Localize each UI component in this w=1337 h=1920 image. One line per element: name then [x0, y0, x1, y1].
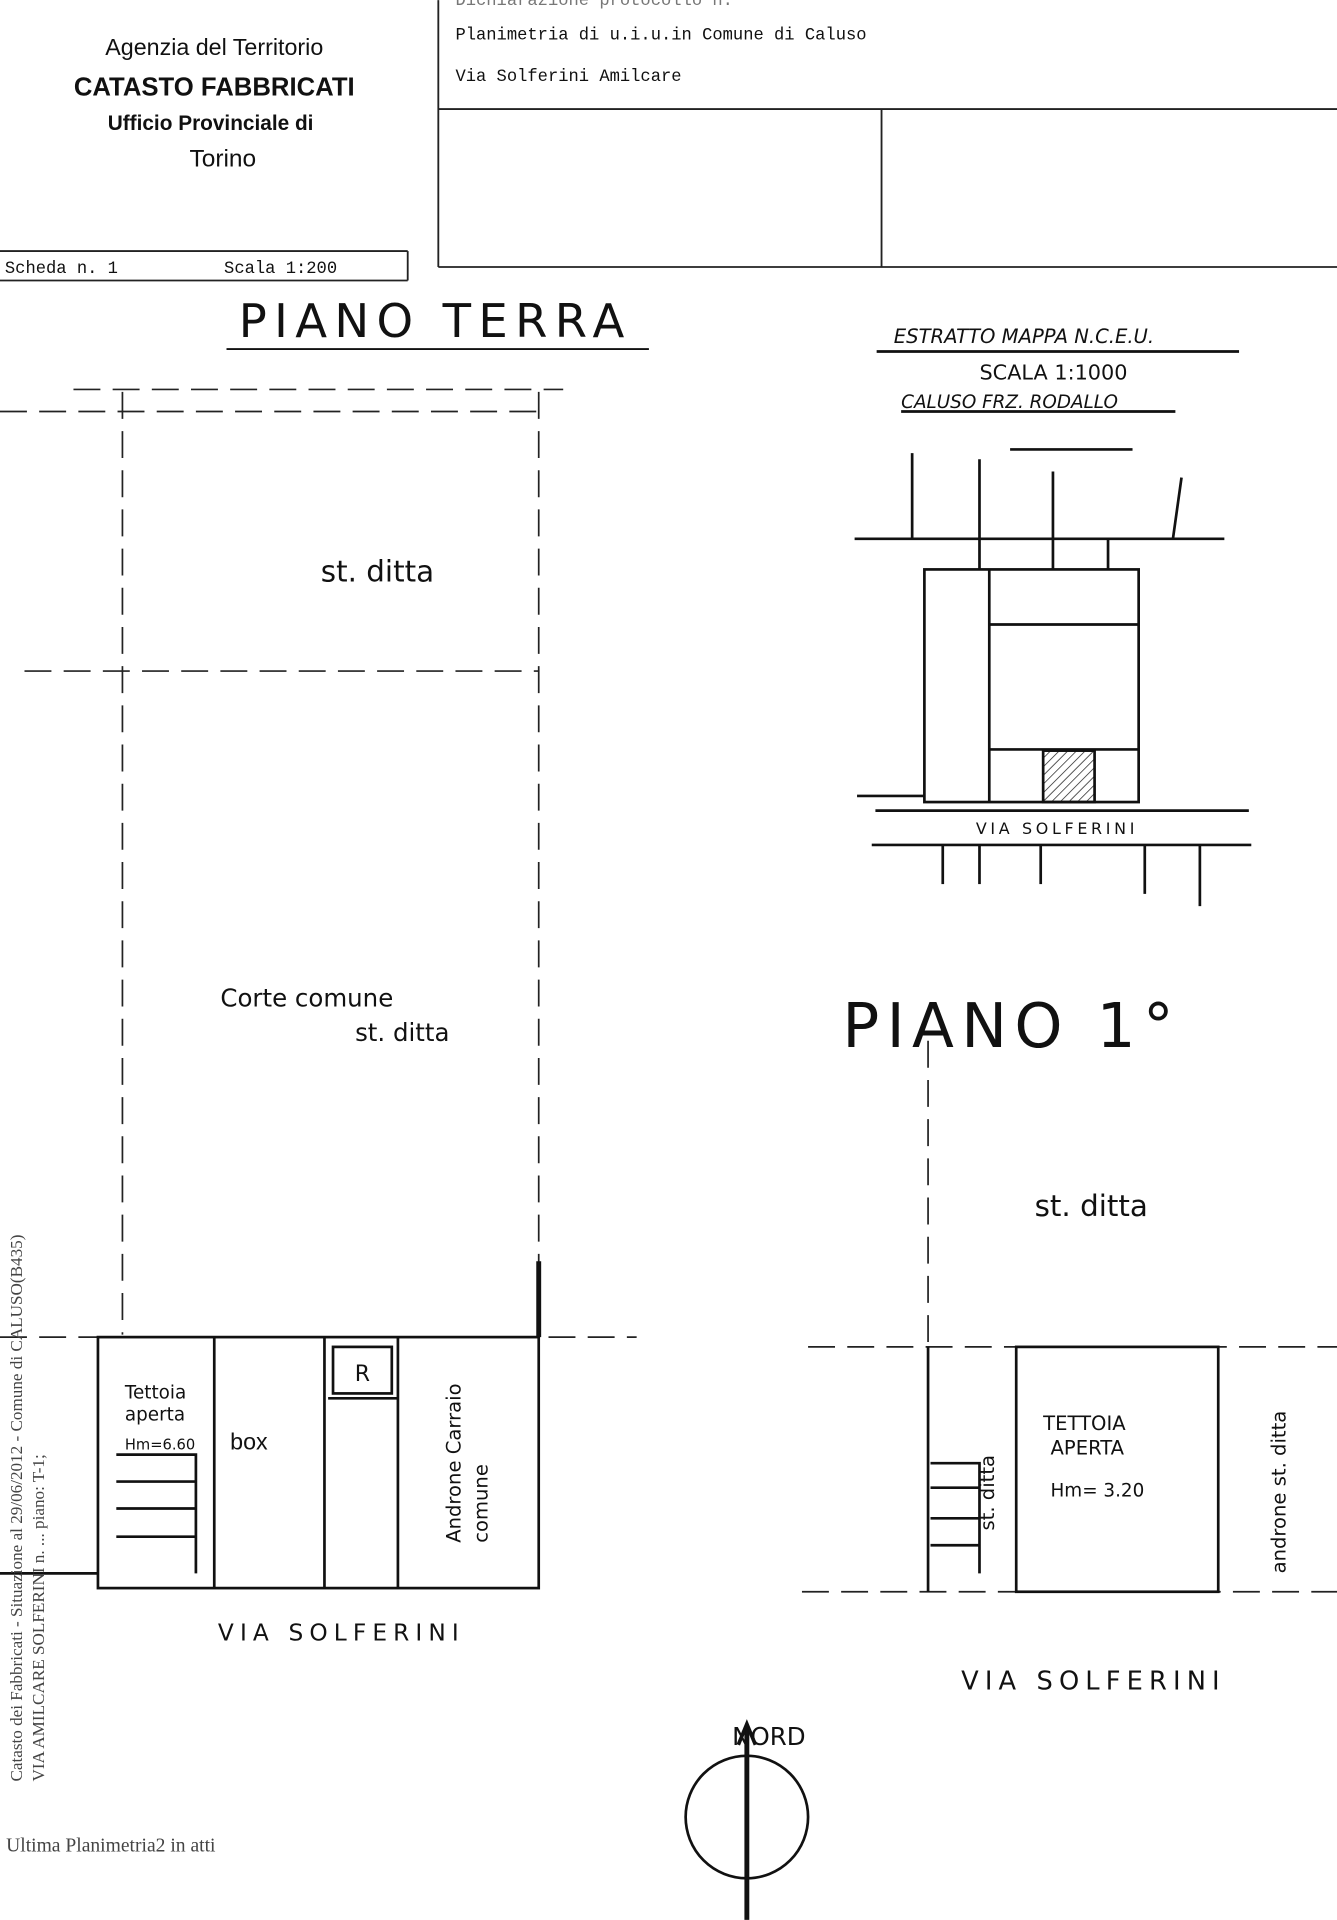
agency-name: Agenzia del Territorio — [105, 34, 323, 60]
first-floor-walls — [926, 1345, 1220, 1594]
footer-note: Ultima Planimetria2 in atti — [6, 1835, 216, 1856]
passage-label-2: comune — [469, 1464, 492, 1543]
north-label: NORD — [732, 1722, 805, 1751]
sheet-number: Scheda n. 1 — [5, 260, 118, 279]
shed-label-1: Tettoia — [124, 1382, 186, 1403]
office-type: CATASTO FABBRICATI — [74, 74, 355, 102]
map-extract-location: CALUSO FRZ. RODALLO — [901, 392, 1118, 413]
first-shed-1: TETTOIA — [1042, 1412, 1126, 1435]
north-compass-icon — [684, 1719, 810, 1920]
box-label: box — [230, 1429, 268, 1455]
header-frames — [0, 0, 1337, 282]
margin-text-2: VIA AMILCARE SOLFERINI n. ... piano: T-1… — [29, 1454, 48, 1781]
ground-street-label: VIA SOLFERINI — [218, 1620, 465, 1647]
margin-text-1: Catasto dei Fabbricati - Situazione al 2… — [7, 1235, 26, 1782]
first-shed-height: Hm= 3.20 — [1051, 1480, 1145, 1501]
shed-label-2: aperta — [125, 1404, 185, 1425]
ground-floor-title: PIANO TERRA — [239, 294, 632, 348]
map-extract-title: ESTRATTO MAPPA N.C.E.U. — [894, 325, 1154, 348]
first-floor-title: PIANO 1° — [842, 991, 1181, 1062]
plan-scale: Scala 1:200 — [224, 260, 337, 279]
r-mark: R — [355, 1362, 370, 1387]
first-street-label: VIA SOLFERINI — [961, 1667, 1226, 1697]
courtyard-label-2: st. ditta — [355, 1018, 449, 1047]
first-floor-stairs — [930, 1461, 981, 1574]
ground-label-top: st. ditta — [321, 555, 434, 589]
passage-label-1: Androne Carraio — [442, 1383, 465, 1542]
office-city: Torino — [190, 146, 257, 173]
plan-line: Planimetria di u.i.u.in Comune di Caluso — [455, 26, 866, 45]
ground-floor-walls — [0, 1261, 542, 1590]
map-hatched-unit — [1041, 749, 1096, 804]
first-passage-label: androne st. ditta — [1268, 1411, 1291, 1574]
courtyard-label-1: Corte comune — [220, 984, 393, 1013]
office-name: Ufficio Provinciale di — [108, 112, 314, 135]
map-extract-scale: SCALA 1:1000 — [979, 361, 1127, 385]
first-side-label: st. ditta — [976, 1455, 999, 1531]
first-label-top: st. ditta — [1035, 1189, 1148, 1223]
map-extract-drawing — [854, 350, 1252, 907]
address-line: Via Solferini Amilcare — [455, 68, 681, 87]
shed-height: Hm=6.60 — [125, 1437, 195, 1454]
map-street-label: VIA SOLFERINI — [976, 819, 1138, 838]
protocol-line: Dichiarazione protocollo n. — [455, 0, 732, 11]
ground-stairs — [116, 1453, 198, 1574]
first-shed-2: APERTA — [1051, 1437, 1125, 1460]
